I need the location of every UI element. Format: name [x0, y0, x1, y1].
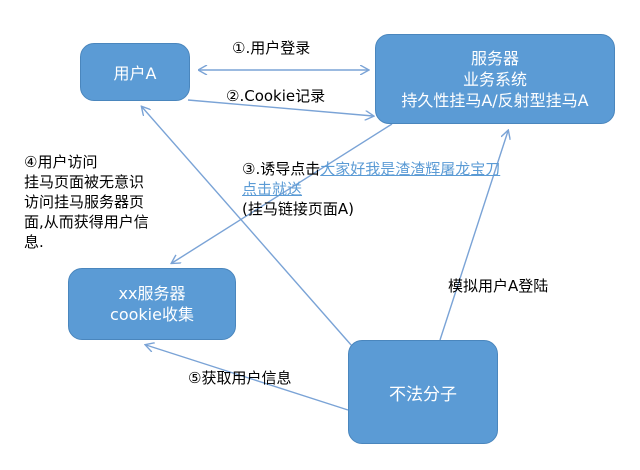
edge-label-login: ①.用户登录	[232, 39, 311, 57]
arrow-simulate	[439, 131, 508, 341]
arrow-cookie	[187, 99, 373, 116]
lure-suffix: (挂马链接页面A)	[242, 200, 354, 218]
attacker-node: 不法分子	[348, 340, 498, 444]
edge-label-simulate: 模拟用户A登陆	[448, 277, 549, 295]
edge-label-lure: ③.诱导点击大家好我是渣渣辉屠龙宝刀点击就送 (挂马链接页面A)	[242, 159, 502, 219]
edge-label-cookie: ②.Cookie记录	[226, 87, 326, 105]
visit-line-3: 访问挂马服务器页	[24, 193, 145, 211]
user-a-label: 用户A	[113, 64, 157, 83]
attacker-label: 不法分子	[389, 384, 457, 405]
visit-line-2: 挂马页面被无意识	[24, 173, 145, 191]
visit-line-1: ④用户访问	[24, 153, 98, 171]
user-a-node: 用户A	[80, 43, 190, 101]
server-line-3: 持久性挂马A/反射型挂马A	[401, 90, 589, 110]
server-line-2: 业务系统	[462, 69, 527, 89]
arrow-get-info	[146, 345, 349, 411]
edge-label-get-info: ⑤获取用户信息	[188, 369, 292, 387]
lure-link[interactable]: 大家好我是渣渣辉屠龙宝刀点击就送	[242, 160, 501, 198]
xx-server-line-2: cookie收集	[110, 305, 194, 324]
visit-line-4: 面,从而获得用户信	[24, 213, 149, 231]
xx-server-line-1: xx服务器	[118, 284, 186, 303]
xx-server-node: xx服务器 cookie收集	[68, 268, 236, 340]
edge-label-visit: ④用户访问 挂马页面被无意识 访问挂马服务器页 面,从而获得用户信 息.	[24, 152, 204, 252]
arrow-visit	[172, 123, 393, 263]
arrow-lure	[142, 107, 353, 347]
visit-line-5: 息.	[24, 233, 44, 251]
server-node: 服务器 业务系统 持久性挂马A/反射型挂马A	[375, 34, 615, 124]
lure-prefix: ③.诱导点击	[242, 160, 321, 178]
server-line-1: 服务器	[470, 48, 519, 68]
